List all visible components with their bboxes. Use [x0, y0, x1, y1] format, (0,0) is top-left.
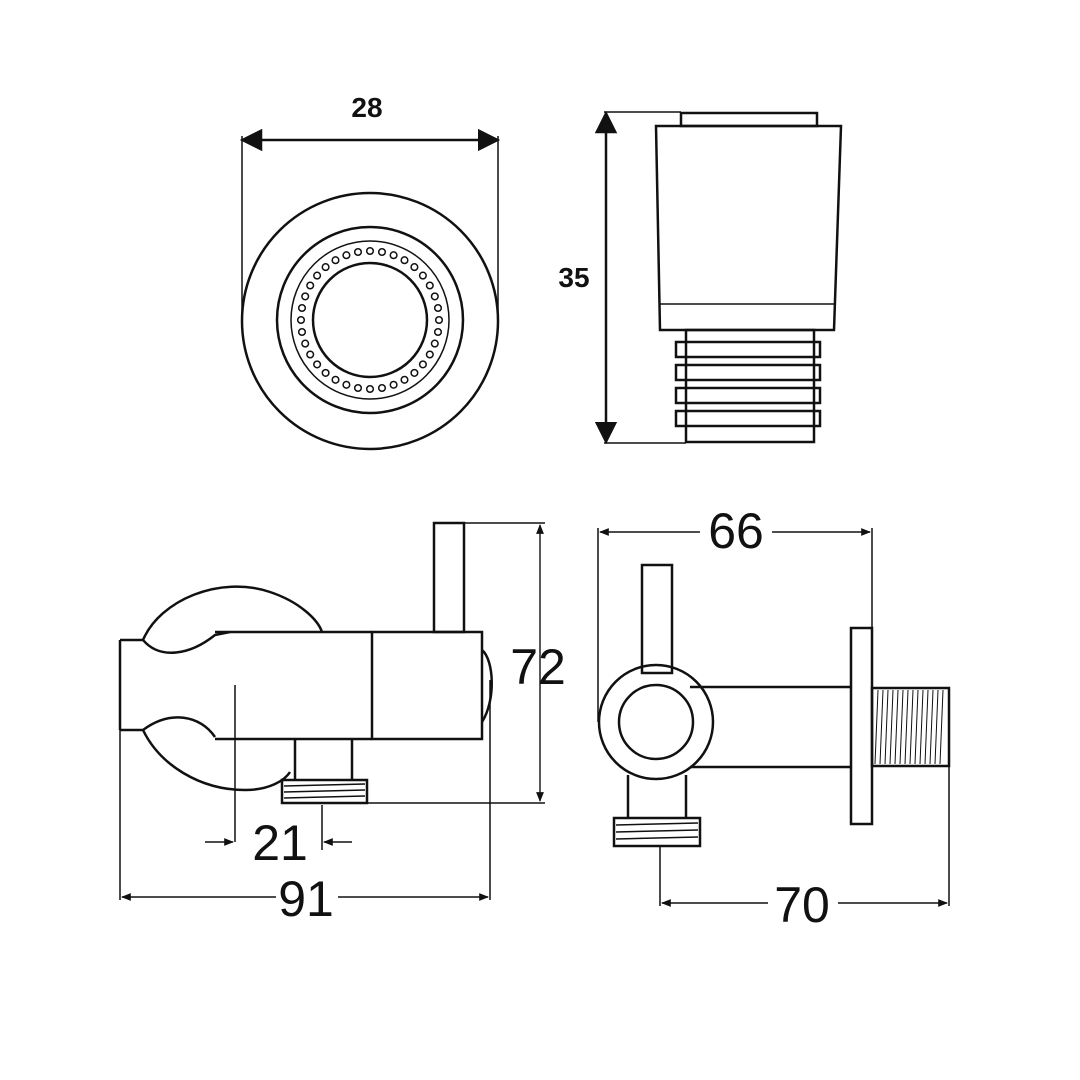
- valve-front-view: [118, 521, 493, 842]
- dim-head-height: 35: [558, 110, 686, 445]
- connector-rib: [674, 340, 822, 359]
- dim-flange-depth: 66: [597, 503, 873, 722]
- side-handle: [640, 563, 674, 675]
- spray-nozzle: [389, 380, 398, 389]
- spray-nozzle: [377, 247, 387, 257]
- cap-dome: [480, 649, 493, 723]
- spray-nozzle: [301, 339, 310, 348]
- thread-line: [919, 689, 924, 765]
- dim-label-70: 70: [774, 877, 830, 933]
- thread-line: [874, 689, 879, 765]
- thread-line: [904, 689, 909, 765]
- thread-line: [909, 689, 914, 765]
- head-nozzle-ring: [290, 240, 450, 400]
- dim-head-width: 28: [239, 92, 501, 321]
- spray-nozzle: [301, 292, 310, 301]
- valve-side-view: [597, 563, 951, 848]
- dim-label-91: 91: [278, 871, 334, 927]
- spray-nozzle: [297, 303, 307, 313]
- spray-nozzle: [425, 281, 434, 290]
- spray-nozzle: [365, 246, 375, 256]
- dim-label-35: 35: [558, 262, 589, 293]
- valve-cap: [370, 630, 484, 741]
- thread-line: [929, 689, 934, 765]
- thread-line: [899, 689, 904, 765]
- thread-line: [914, 689, 919, 765]
- spray-nozzle: [365, 384, 375, 394]
- side-body-outer: [597, 663, 715, 781]
- connector-rib: [674, 409, 822, 428]
- spray-nozzle: [389, 251, 398, 260]
- spray-nozzle: [313, 271, 322, 280]
- spray-nozzle: [434, 315, 444, 325]
- dim-overall-depth: 70: [659, 766, 950, 933]
- spray-nozzle: [433, 303, 443, 313]
- thread-line: [934, 689, 939, 765]
- connector-rib: [674, 386, 822, 405]
- spray-nozzle: [430, 339, 439, 348]
- cradle-lower-lip: [142, 716, 217, 738]
- spray-nozzle: [321, 263, 330, 272]
- connector-rib: [674, 363, 822, 382]
- thread-line: [894, 689, 899, 765]
- spray-nozzle: [353, 247, 363, 257]
- head-side-view: [654, 111, 843, 444]
- valve-handle: [432, 521, 466, 634]
- head-outer-circle: [240, 191, 500, 451]
- spray-nozzle: [400, 375, 409, 384]
- spray-nozzle: [331, 375, 340, 384]
- inlet-thread: [870, 686, 951, 768]
- side-body-inner: [617, 683, 695, 761]
- thread-line: [884, 689, 889, 765]
- spray-nozzle: [418, 360, 427, 369]
- spray-nozzle: [306, 350, 315, 359]
- inlet-thread-lines: [874, 689, 944, 765]
- spray-nozzle: [297, 327, 307, 337]
- spray-nozzle: [400, 256, 409, 265]
- head-connector: [684, 328, 816, 444]
- spray-nozzle: [321, 368, 330, 377]
- head-center-face: [311, 261, 429, 379]
- spray-nozzle: [331, 256, 340, 265]
- dim-outlet-offset: 21: [205, 805, 352, 871]
- spray-nozzles: [296, 246, 444, 394]
- cradle-upper-lip: [142, 630, 231, 654]
- spray-nozzle: [296, 315, 306, 325]
- head-front-view: [240, 191, 500, 451]
- spray-nozzle: [313, 360, 322, 369]
- thread-line: [879, 689, 884, 765]
- dim-label-21: 21: [252, 815, 308, 871]
- thread-line: [924, 689, 929, 765]
- cradle-upper-arc: [141, 585, 324, 641]
- dim-label-72: 72: [510, 639, 566, 695]
- head-inner-ring: [275, 225, 465, 415]
- cradle-lower-arc: [141, 729, 292, 792]
- spray-nozzle: [433, 327, 443, 337]
- head-top-cap: [679, 111, 819, 128]
- head-body: [654, 124, 843, 332]
- spray-nozzle: [410, 368, 419, 377]
- dim-label-28: 28: [351, 92, 382, 123]
- spray-nozzle: [353, 383, 363, 393]
- thread-line: [939, 689, 944, 765]
- spray-nozzle: [342, 380, 351, 389]
- thread-line: [889, 689, 894, 765]
- spray-nozzle: [418, 271, 427, 280]
- spray-nozzle: [342, 251, 351, 260]
- dim-label-66: 66: [708, 503, 764, 559]
- spray-nozzle: [425, 350, 434, 359]
- spray-nozzle: [306, 281, 315, 290]
- dim-valve-height: 72: [367, 522, 566, 804]
- wall-flange: [849, 626, 874, 826]
- dim-valve-length: 91: [119, 680, 491, 927]
- side-outlet-thread: [612, 816, 702, 848]
- spray-nozzle: [430, 292, 439, 301]
- spray-nozzle: [410, 263, 419, 272]
- spray-nozzle: [377, 383, 387, 393]
